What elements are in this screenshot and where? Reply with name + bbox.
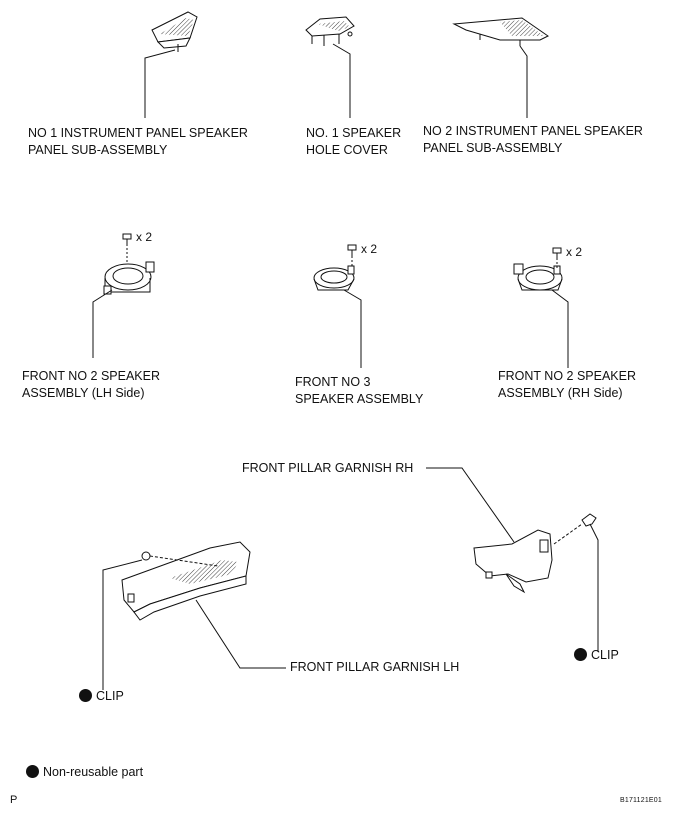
speaker-rh-leader xyxy=(551,289,569,368)
no2-panel-part xyxy=(452,17,549,46)
non-reusable-marker-icon xyxy=(79,689,92,702)
bolt-center-icon xyxy=(347,244,357,256)
clip-rh-icon xyxy=(581,513,597,527)
non-reusable-marker-icon xyxy=(574,648,587,661)
bolt-rh-icon xyxy=(552,247,562,259)
no1-panel-part xyxy=(151,11,198,52)
qty-lh: x 2 xyxy=(136,230,153,244)
no1-panel-leader xyxy=(144,49,176,118)
qty-rh: x 2 xyxy=(566,245,583,259)
legend: Non-reusable part xyxy=(26,765,143,779)
clip-lh-label: CLIP xyxy=(79,688,124,705)
speaker-lh-part xyxy=(103,261,155,295)
pillar-rh-leader xyxy=(426,467,515,543)
filled-circle-icon xyxy=(26,765,39,778)
clip-rh-label: CLIP xyxy=(574,647,619,664)
bolt-lh-icon xyxy=(122,233,132,245)
pillar-rh-part xyxy=(473,529,553,594)
qty-center: x 2 xyxy=(361,242,378,256)
pillar-lh-part xyxy=(121,541,251,621)
no1-cover-part xyxy=(305,16,355,46)
clip-rh-leader xyxy=(589,523,599,652)
speaker-lh-leader xyxy=(92,289,113,358)
speaker-center-leader xyxy=(343,289,362,368)
pillar-rh-label: FRONT PILLAR GARNISH RH xyxy=(242,461,414,475)
no2-panel-leader xyxy=(519,45,528,118)
clip-lh-leader xyxy=(102,559,143,690)
clip-lh-dash xyxy=(149,555,219,567)
clip-rh-dash xyxy=(553,523,583,545)
speaker-rh-part xyxy=(513,263,563,291)
pillar-lh-leader xyxy=(195,599,286,669)
pillar-lh-label: FRONT PILLAR GARNISH LH xyxy=(290,660,460,674)
no1-cover-leader xyxy=(332,43,351,118)
footer-left: P xyxy=(10,794,18,806)
figure-code: B171121E01 xyxy=(620,797,662,804)
speaker-center-part xyxy=(313,265,355,291)
